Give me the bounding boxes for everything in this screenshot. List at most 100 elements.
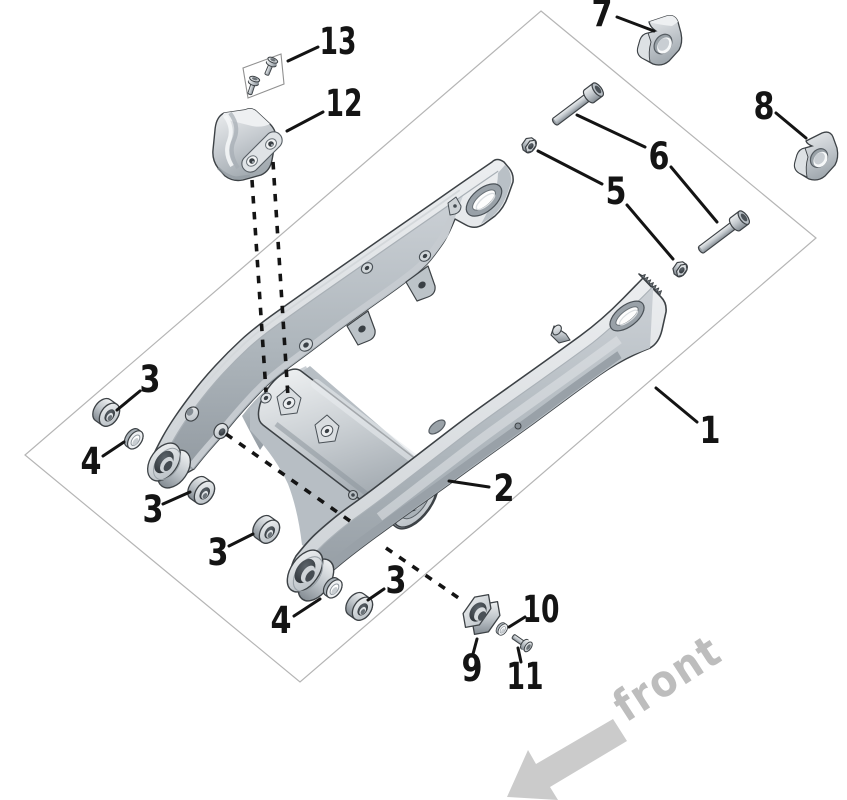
part-9-eccentric-adjuster bbox=[462, 593, 501, 636]
leader-10 bbox=[507, 615, 527, 629]
callout-4a: 4 bbox=[81, 440, 102, 483]
leader-11 bbox=[516, 646, 523, 664]
part-12-clamp-detail-5 bbox=[216, 166, 251, 180]
swingarm-crossmember-detail-16 bbox=[263, 395, 269, 401]
part-7-guide-bracket bbox=[636, 14, 683, 66]
part-12-clamp-detail-8 bbox=[268, 141, 274, 147]
leader-13 bbox=[286, 45, 320, 63]
callout-13: 13 bbox=[320, 20, 357, 63]
swingarm-right-arm-detail-12 bbox=[428, 419, 446, 435]
leader-3b bbox=[161, 490, 192, 506]
leader-5b bbox=[625, 203, 675, 261]
leader-7 bbox=[615, 15, 656, 33]
leader-8 bbox=[774, 111, 808, 140]
leader-2 bbox=[447, 479, 491, 489]
part-13-screws bbox=[242, 53, 285, 99]
part-3-bearing-b bbox=[182, 472, 220, 509]
part-11-screw-detail-8 bbox=[526, 644, 531, 650]
part-12-clamp-detail-11 bbox=[249, 158, 255, 164]
swingarm-left-arm-detail-15 bbox=[418, 281, 426, 289]
leader-1 bbox=[654, 386, 699, 424]
leader-12 bbox=[285, 110, 325, 133]
front-label: front bbox=[604, 625, 731, 732]
part-8-guide-bracket-detail-5 bbox=[814, 152, 825, 165]
assembly-line-clamp-a bbox=[250, 179, 268, 393]
part-5-nut-b bbox=[670, 258, 691, 280]
part-6-bolt-a bbox=[548, 80, 607, 130]
part-12-clamp bbox=[212, 108, 283, 182]
swingarm-left-pivot bbox=[146, 442, 192, 489]
assembly-dashed-lines bbox=[224, 161, 465, 603]
swingarm-crossmember-detail-14 bbox=[324, 428, 330, 434]
part-5-nut-a bbox=[519, 134, 540, 156]
swingarm-right-arm bbox=[289, 273, 667, 594]
part-3-bearing-d bbox=[340, 588, 378, 625]
part-10-washer bbox=[493, 620, 510, 638]
part-12-clamp-detail-9 bbox=[270, 143, 274, 147]
leader-3a bbox=[115, 389, 142, 412]
swingarm-left-arm-detail-17 bbox=[358, 325, 366, 333]
swingarm-left-arm-detail-11 bbox=[364, 265, 370, 271]
part-8-guide-bracket bbox=[793, 131, 839, 181]
swingarm-right-arm-detail-3 bbox=[304, 351, 622, 590]
swingarm-crossmember-detail-18 bbox=[186, 408, 194, 416]
callout-9: 9 bbox=[462, 647, 483, 690]
part-6-bolt-b bbox=[694, 208, 753, 258]
callout-10: 10 bbox=[523, 588, 560, 631]
swingarm-crossmember-detail-20 bbox=[218, 428, 226, 436]
leader-3d bbox=[366, 587, 386, 602]
part-8-guide-bracket-detail-2 bbox=[794, 147, 809, 178]
callout-1: 1 bbox=[700, 409, 721, 452]
callout-3b: 3 bbox=[143, 488, 164, 531]
swingarm-right-arm-detail-6 bbox=[640, 274, 662, 296]
swingarm-left-arm-detail-13 bbox=[422, 253, 428, 259]
callout-8: 8 bbox=[754, 85, 775, 128]
leader-4a bbox=[101, 440, 126, 458]
leader-4b bbox=[292, 597, 322, 618]
swingarm-left-arm-detail-19 bbox=[303, 342, 309, 348]
part-12-clamp-detail-12 bbox=[251, 160, 255, 164]
swingarm-right-arm-detail-11 bbox=[552, 324, 562, 336]
swingarm-left-pivot-detail-6 bbox=[163, 460, 173, 472]
part-9-eccentric-adjuster-detail-5 bbox=[477, 611, 487, 621]
swingarm-crossmember-detail-11 bbox=[286, 400, 292, 406]
part-12-clamp-detail-4 bbox=[223, 114, 234, 168]
leader-6b bbox=[669, 165, 719, 224]
part-3-bearing-c bbox=[247, 511, 285, 548]
leader-6a bbox=[575, 113, 647, 149]
leader-3c bbox=[227, 532, 255, 548]
swingarm-left-arm bbox=[149, 158, 514, 485]
swingarm-right-arm-detail-5 bbox=[376, 335, 622, 521]
part-4-washer-a bbox=[120, 425, 147, 453]
callout-12: 12 bbox=[326, 82, 363, 125]
part-2-swingarm bbox=[146, 158, 667, 602]
callout-4b: 4 bbox=[271, 599, 292, 642]
frame-outline bbox=[24, 10, 817, 683]
callout-7: 7 bbox=[592, 0, 613, 35]
swingarm-right-arm-detail-14 bbox=[351, 493, 355, 497]
part-3-bearing-a bbox=[87, 394, 125, 431]
front-arrow bbox=[507, 719, 627, 800]
part-11-screw bbox=[511, 634, 533, 653]
callout-3d: 3 bbox=[386, 559, 407, 602]
swingarm-left-arm-detail-9 bbox=[475, 192, 496, 211]
swingarm-left-arm-detail-21 bbox=[453, 204, 457, 208]
swingarm-right-pivot-detail-6 bbox=[305, 570, 315, 582]
swingarm-left-arm-detail-6 bbox=[171, 189, 461, 431]
part-12-clamp-detail-3 bbox=[228, 111, 240, 170]
callout-5: 5 bbox=[606, 170, 627, 213]
callout-2: 2 bbox=[494, 467, 515, 510]
part-7-guide-bracket-detail-6 bbox=[657, 38, 670, 51]
front-direction-indicator: front bbox=[507, 625, 731, 800]
part-12-clamp-detail-2 bbox=[222, 108, 270, 127]
callout-3a: 3 bbox=[140, 358, 161, 401]
callout-leader-lines bbox=[101, 15, 808, 664]
swingarm-left-arm-detail-5 bbox=[159, 170, 499, 467]
swingarm-left-arm-detail-2 bbox=[160, 195, 464, 469]
callout-3c: 3 bbox=[208, 531, 229, 574]
callout-numbers: 1 2 3 3 3 3 4 4 5 6 7 8 9 10 11 12 13 bbox=[81, 0, 775, 698]
swingarm-crossmember-detail-4 bbox=[311, 379, 431, 473]
callout-6: 6 bbox=[649, 135, 670, 178]
swingarm-right-arm-detail-15 bbox=[514, 422, 522, 430]
